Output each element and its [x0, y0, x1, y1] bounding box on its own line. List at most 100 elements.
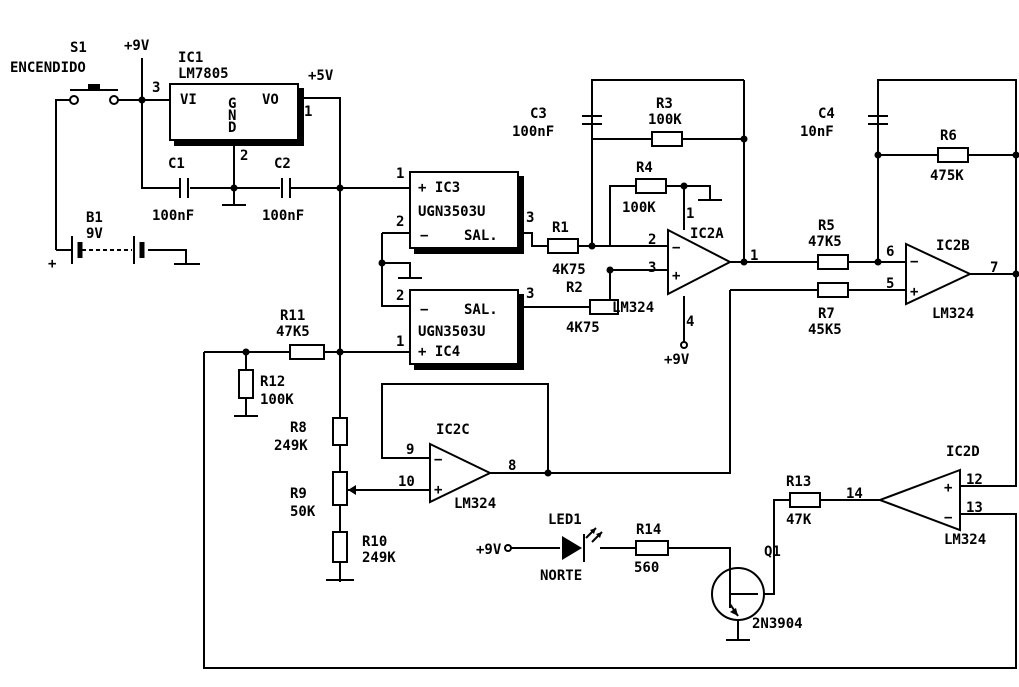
r6-value: 475K: [930, 168, 964, 184]
r2-name: R2: [566, 280, 583, 296]
ic2a-name: IC2A: [690, 226, 724, 242]
r1-name: R1: [552, 220, 569, 236]
led-norte: +9V LED1 NORTE: [476, 512, 603, 584]
ic2c-name: IC2C: [436, 422, 470, 438]
r6-name: R6: [940, 128, 957, 144]
ic2b-pin-out: 7: [990, 260, 998, 276]
ic2b-plus: +: [910, 284, 918, 300]
ic2c-pin-out: 8: [508, 458, 516, 474]
ic1-gnd-d: D: [228, 120, 236, 136]
r9-name: R9: [290, 486, 307, 502]
ic3-minus: −: [420, 228, 428, 244]
c1-value: 100nF: [152, 208, 194, 224]
b1-plus: +: [48, 256, 56, 272]
resistor-r3: R3 100K: [648, 96, 683, 147]
resistor-r5: R5 47K5: [808, 218, 849, 270]
ic1-pin-out: 1: [304, 104, 312, 120]
ic2c-pin-minus: 9: [406, 442, 414, 458]
ic2b-minus: −: [910, 254, 918, 270]
cap-c4: C4 10nF: [800, 106, 888, 140]
ic4-minus: −: [420, 302, 428, 318]
r8-value: 249K: [274, 438, 308, 454]
ic4-name: + IC4: [418, 344, 460, 360]
opamp-ic2d: + − IC2D LM324 12 13 14: [846, 444, 986, 548]
ic1-gnd-n: N: [228, 108, 236, 124]
ic3-pin2: 2: [396, 214, 404, 230]
ic2a-pin-out: 1: [750, 248, 758, 264]
ic2a-pin-gnd: 4: [686, 314, 694, 330]
ic4-pin2: 2: [396, 288, 404, 304]
cap-c2: C2 100nF: [262, 156, 304, 224]
r11-value: 47K5: [276, 324, 310, 340]
junctions: [138, 96, 1019, 477]
b1-value: 9V: [86, 226, 103, 242]
b1-name: B1: [86, 210, 103, 226]
ic4-sensor: − SAL. UGN3503U + IC4 2 1 3: [396, 286, 534, 370]
ic3-out: SAL.: [464, 228, 498, 244]
ic2a-vcc: +9V: [664, 352, 690, 368]
s1-label: ENCENDIDO: [10, 60, 86, 76]
potentiometer-r9: R9 50K: [290, 471, 360, 520]
cap-c1: C1 100nF: [152, 156, 194, 224]
ic2d-pin-minus: 13: [966, 500, 983, 516]
ic2a-minus: −: [672, 240, 680, 256]
r1-value: 4K75: [552, 262, 586, 278]
ic2c-pin-plus: 10: [398, 474, 415, 490]
ic2d-minus: −: [944, 510, 952, 526]
ic2b-pin-minus: 6: [886, 244, 894, 260]
ic4-pin1: 1: [396, 334, 404, 350]
ic2d-name: IC2D: [946, 444, 980, 460]
r3-name: R3: [656, 96, 673, 112]
ic3-pin1: 1: [396, 166, 404, 182]
r4-name: R4: [636, 160, 653, 176]
ic1-pin-gnd: 2: [240, 148, 248, 164]
opamp-ic2a: − + IC2A LM324 2 3 1 1 4 +9V: [612, 206, 758, 368]
q1-model: 2N3904: [752, 616, 803, 632]
resistor-r12: R12 100K: [238, 369, 294, 408]
opamp-ic2c: − + IC2C LM324 9 10 8: [398, 422, 516, 512]
ic1-pin-in: 3: [152, 80, 160, 96]
led-label: NORTE: [540, 568, 582, 584]
c2-value: 100nF: [262, 208, 304, 224]
r12-value: 100K: [260, 392, 294, 408]
c4-value: 10nF: [800, 124, 834, 140]
ic2c-minus: −: [434, 452, 442, 468]
r14-name: R14: [636, 522, 661, 538]
r10-name: R10: [362, 534, 387, 550]
r5-value: 47K5: [808, 234, 842, 250]
resistor-r6: R6 475K: [930, 128, 969, 184]
s1-name: S1: [70, 40, 87, 56]
switch-s1: S1 ENCENDIDO: [10, 40, 119, 105]
r11-name: R11: [280, 308, 305, 324]
resistor-r8: R8 249K: [274, 417, 348, 454]
ic3-pin3: 3: [526, 210, 534, 226]
resistor-r10: R10 249K: [332, 531, 396, 566]
resistor-r4: R4 100K: [622, 160, 667, 216]
ic2d-pin-out: 14: [846, 486, 863, 502]
ic1-model: LM7805: [178, 66, 229, 82]
ic1-name: IC1: [178, 50, 203, 66]
r9-value: 50K: [290, 504, 316, 520]
q1-name: Q1: [764, 544, 781, 560]
ic3-model: UGN3503U: [418, 204, 485, 220]
ic2a-pin-minus: 2: [648, 232, 656, 248]
ic2a-pin-vcc: 1: [686, 206, 694, 222]
ic2d-plus: +: [944, 480, 952, 496]
ic3-name: + IC3: [418, 180, 460, 196]
ic2a-model: LM324: [612, 300, 654, 316]
r2-value: 4K75: [566, 320, 600, 336]
cap-c3: C3 100nF: [512, 80, 602, 140]
ic2c-plus: +: [434, 482, 442, 498]
ic4-pin3: 3: [526, 286, 534, 302]
r12-name: R12: [260, 374, 285, 390]
c2-name: C2: [274, 156, 291, 172]
led-name: LED1: [548, 512, 582, 528]
opamp-ic2b: − + IC2B LM324 6 5 7: [886, 238, 998, 322]
ic1-gnd-g: G: [228, 96, 236, 112]
transistor-q1: Q1 2N3904: [711, 544, 803, 632]
r10-value: 249K: [362, 550, 396, 566]
supply-5v: +5V: [308, 68, 334, 84]
ic4-out: SAL.: [464, 302, 498, 318]
led-supply: +9V: [476, 542, 502, 558]
